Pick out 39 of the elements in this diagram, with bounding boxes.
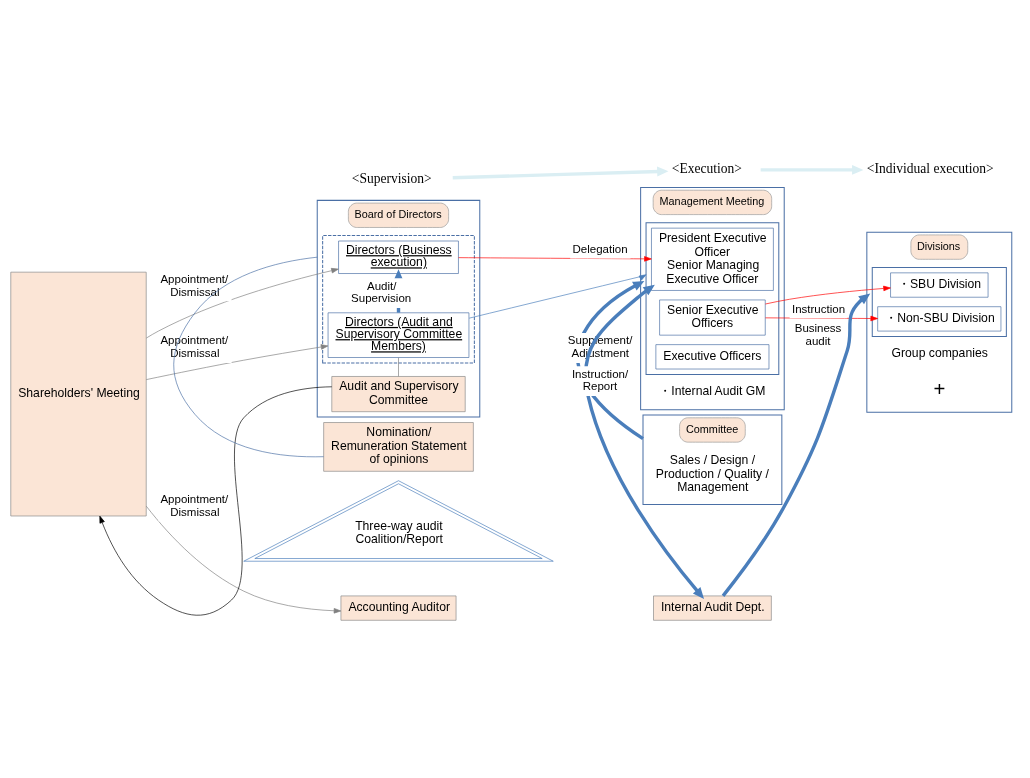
node-box: Accounting Auditor — [340, 595, 457, 621]
node-text: Group companies — [891, 346, 988, 361]
node-box: Executive Officers — [655, 344, 770, 370]
arrow — [721, 293, 871, 597]
node-box: Audit and Supervisory Committee — [331, 376, 466, 413]
node-box: Internal Audit Dept. — [653, 595, 772, 621]
edge-label: Instruction — [792, 302, 846, 315]
edge-label: Delegation — [572, 243, 628, 256]
edge-label: Instruction/ Report — [571, 367, 629, 393]
node-text: Sales / Design / Production / Quality / Management — [655, 453, 770, 495]
node-box: President Executive Officer Senior Managing Executive Officer — [651, 227, 774, 291]
edge-label: Audit/ Supervision — [351, 279, 412, 305]
edge-label: Business audit — [794, 322, 842, 348]
node-box: Nomination/ Remuneration Statement of opinions — [323, 422, 474, 472]
label: + — [933, 378, 946, 401]
arrow — [145, 344, 329, 380]
node-box: ・Non-SBU Division — [877, 306, 1002, 332]
connector — [398, 357, 399, 377]
node-text: <Execution> — [671, 161, 742, 177]
node-text: ・Internal Audit GM — [659, 384, 766, 399]
arrow — [468, 274, 647, 319]
node-box: Directors (Audit and Supervisory Committee Members) — [327, 312, 470, 358]
arrow — [99, 386, 333, 616]
arrow — [145, 505, 342, 614]
edge-label: Appointment/ Dismissal — [160, 272, 229, 298]
arrow — [765, 315, 878, 322]
node-box: Shareholders' Meeting — [10, 271, 147, 517]
edge-label: Appointment/ Dismissal — [160, 334, 229, 360]
arrow — [760, 164, 864, 175]
arrow — [583, 284, 705, 599]
arrow — [765, 285, 891, 305]
arrow — [452, 166, 669, 180]
node-box: Senior Executive Officers — [659, 299, 766, 336]
node-box: Directors (Business execution) — [338, 240, 459, 274]
node-text: <Supervision> — [351, 170, 432, 186]
node-box: ・SBU Division — [890, 272, 989, 298]
node-text: <Individual execution> — [866, 161, 994, 177]
connector — [173, 256, 324, 458]
edge-label: Appointment/ Dismissal — [160, 492, 229, 518]
